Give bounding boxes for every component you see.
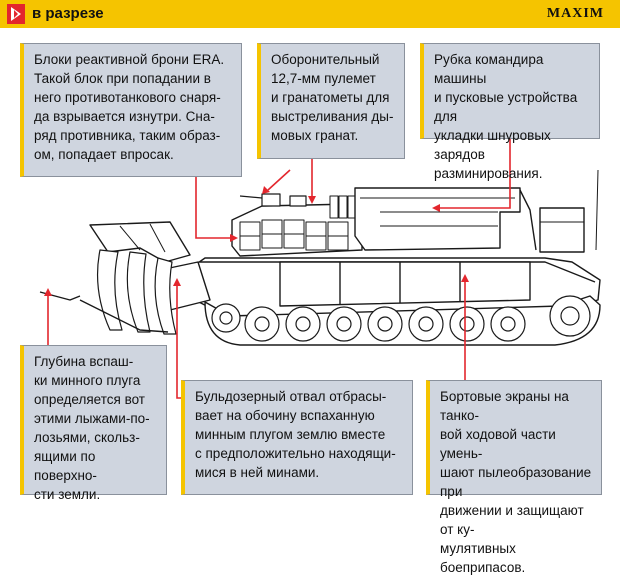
brand-logo: MAXIM <box>546 6 604 21</box>
mine-plow-tines <box>96 249 177 335</box>
callout-dozer-blade: Бульдозерный отвал отбрасы- вает на обоч… <box>181 380 413 495</box>
launcher-arm <box>519 189 537 251</box>
machine-gun <box>239 193 307 207</box>
road-wheels <box>211 295 591 342</box>
pointer-arrowheads <box>44 186 469 296</box>
callout-commander-cupola: Рубка командира машины и пусковые устрой… <box>420 43 600 181</box>
header-bar: в разрезе MAXIM <box>0 0 620 28</box>
callout-side-skirts: Бортовые экраны на танко- вой ходовой ча… <box>426 380 602 575</box>
cupola-box <box>354 187 521 251</box>
callout-mine-plow: Глубина вспаш- ки минного плуга определя… <box>20 345 167 502</box>
era-blocks <box>239 219 349 251</box>
rear-box <box>539 207 585 253</box>
pointer-lines <box>47 139 511 399</box>
arrow-right-icon <box>6 3 26 25</box>
callout-era-blocks: Блоки реактивной брони ERA. Такой блок п… <box>20 43 242 177</box>
smoke-launchers <box>329 195 357 219</box>
callout-machine-gun: Оборонительный 12,7-мм пулемет и гранато… <box>257 43 405 159</box>
side-skirt <box>279 261 531 307</box>
section-title: в разрезе <box>32 5 104 22</box>
tank-diagram <box>39 139 601 399</box>
